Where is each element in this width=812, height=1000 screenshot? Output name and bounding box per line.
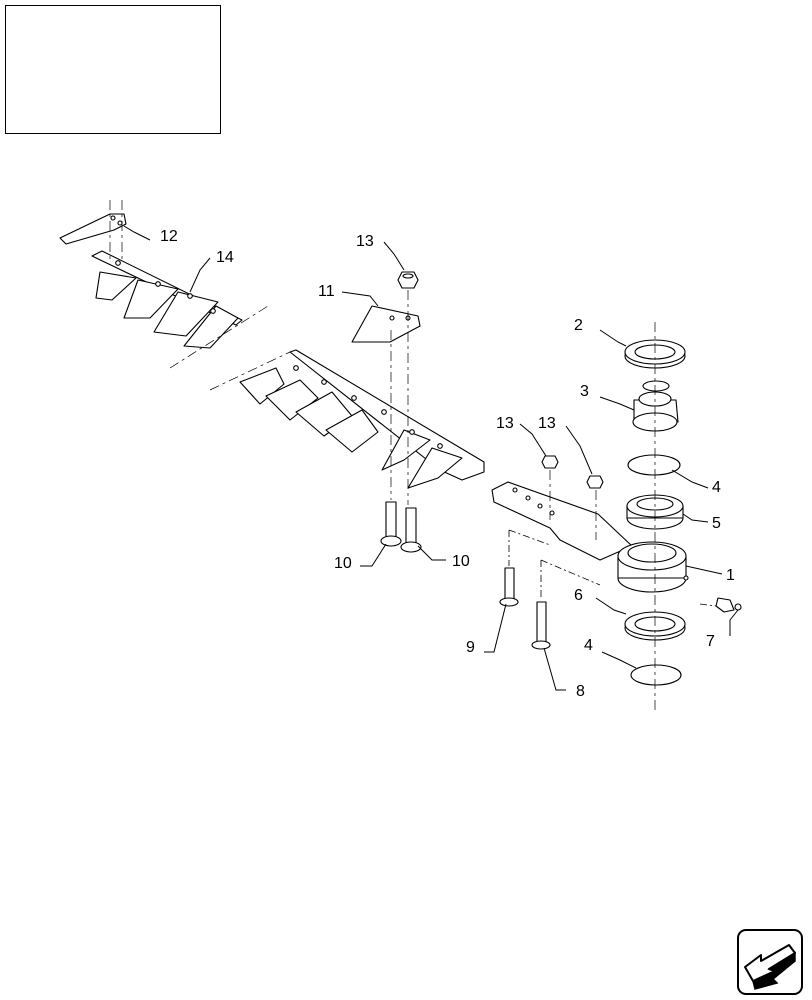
snap-ring-upper <box>627 454 681 476</box>
callout-10: 10 <box>334 555 352 572</box>
callout-3: 3 <box>580 383 589 400</box>
knife-head-arm <box>491 481 633 561</box>
bolt-9 <box>499 567 519 607</box>
callout-13: 13 <box>356 233 374 250</box>
nut-lower-left <box>541 455 559 469</box>
nut-lower-right <box>586 475 604 489</box>
next-page-button[interactable] <box>737 929 803 995</box>
callout-13: 13 <box>496 415 514 432</box>
knife-section-upper <box>91 250 243 349</box>
callout-4: 4 <box>584 637 593 654</box>
callout-7: 7 <box>706 633 715 650</box>
callout-11: 11 <box>318 283 335 300</box>
bolt-8 <box>531 601 551 650</box>
callout-2: 2 <box>574 317 583 334</box>
bolt-pair <box>380 501 422 553</box>
callout-1: 1 <box>726 567 735 584</box>
bearing-housing <box>617 541 689 593</box>
callout-13: 13 <box>538 415 556 432</box>
callout-9: 9 <box>466 639 475 656</box>
callout-10: 10 <box>452 553 470 570</box>
knife-section-middle <box>239 349 485 489</box>
arrow-left-icon <box>744 944 796 990</box>
knife-hold-down-clip <box>59 213 127 245</box>
callout-8: 8 <box>576 683 585 700</box>
hold-down-plate <box>351 305 421 343</box>
callout-14: 14 <box>216 249 234 266</box>
callout-6: 6 <box>574 587 583 604</box>
nut-upper <box>397 271 419 289</box>
callout-5: 5 <box>712 515 721 532</box>
grease-fitting <box>715 597 742 613</box>
callout-12: 12 <box>160 228 178 245</box>
ball-joint-bushing <box>632 380 679 432</box>
callout-4: 4 <box>712 479 721 496</box>
title-block-frame <box>5 5 221 134</box>
snap-ring-lower <box>630 664 682 686</box>
